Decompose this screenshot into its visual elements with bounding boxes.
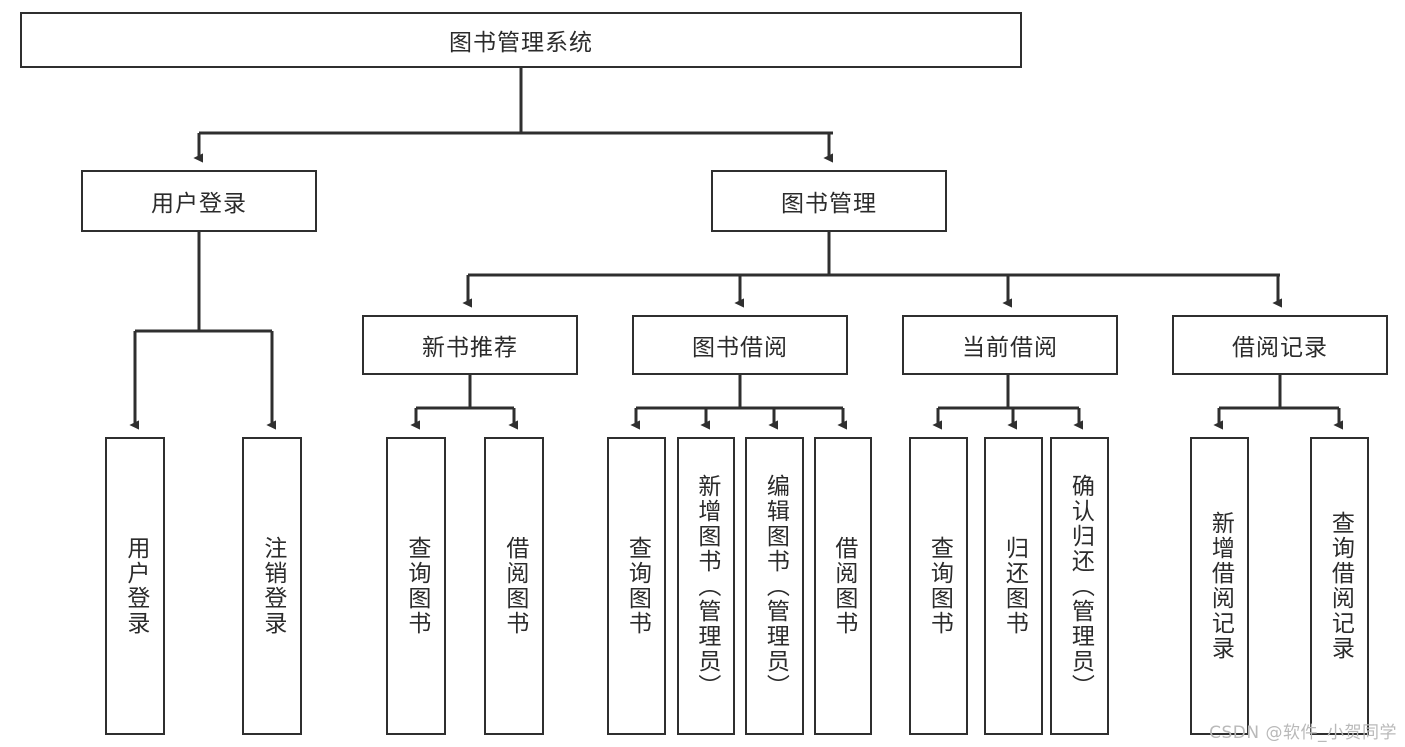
node-leaf-user-login[interactable]: 用户登录 <box>105 437 165 735</box>
node-borrow-record-label: 借阅记录 <box>1232 335 1328 361</box>
node-leaf-edit-book[interactable]: 编辑图书（管理员） <box>745 437 804 735</box>
node-leaf-add-book-label: 新增图书（管理员） <box>693 473 720 699</box>
node-book-manage[interactable]: 图书管理 <box>711 170 947 232</box>
node-leaf-confirm-return-label: 确认归还（管理员） <box>1067 473 1094 699</box>
node-borrow-record[interactable]: 借阅记录 <box>1172 315 1388 375</box>
node-leaf-borrow-book-2-label: 借阅图书 <box>830 536 857 636</box>
node-leaf-query-record-label: 查询借阅记录 <box>1327 511 1354 661</box>
node-leaf-logout-label: 注销登录 <box>259 536 286 636</box>
node-leaf-add-book[interactable]: 新增图书（管理员） <box>677 437 735 735</box>
node-leaf-add-record-label: 新增借阅记录 <box>1207 511 1234 661</box>
node-user-login-label: 用户登录 <box>151 191 247 217</box>
node-leaf-query-record[interactable]: 查询借阅记录 <box>1310 437 1369 735</box>
node-leaf-borrow-book-1-label: 借阅图书 <box>501 536 528 636</box>
node-leaf-query-book-1[interactable]: 查询图书 <box>386 437 446 735</box>
node-book-borrow-label: 图书借阅 <box>692 335 788 361</box>
node-leaf-query-book-1-label: 查询图书 <box>403 536 430 636</box>
node-leaf-borrow-book-2[interactable]: 借阅图书 <box>814 437 872 735</box>
node-root[interactable]: 图书管理系统 <box>20 12 1022 68</box>
node-leaf-query-book-3[interactable]: 查询图书 <box>909 437 968 735</box>
node-leaf-edit-book-label: 编辑图书（管理员） <box>762 473 789 699</box>
node-new-book-rec-label: 新书推荐 <box>422 335 518 361</box>
node-leaf-query-book-2[interactable]: 查询图书 <box>607 437 666 735</box>
node-book-borrow[interactable]: 图书借阅 <box>632 315 848 375</box>
node-current-borrow[interactable]: 当前借阅 <box>902 315 1118 375</box>
node-leaf-add-record[interactable]: 新增借阅记录 <box>1190 437 1249 735</box>
node-new-book-rec[interactable]: 新书推荐 <box>362 315 578 375</box>
node-leaf-confirm-return[interactable]: 确认归还（管理员） <box>1050 437 1109 735</box>
node-leaf-query-book-2-label: 查询图书 <box>624 536 651 636</box>
node-leaf-user-login-label: 用户登录 <box>122 536 149 636</box>
node-user-login[interactable]: 用户登录 <box>81 170 317 232</box>
node-leaf-query-book-3-label: 查询图书 <box>926 536 953 636</box>
node-root-label: 图书管理系统 <box>449 30 593 56</box>
node-current-borrow-label: 当前借阅 <box>962 335 1058 361</box>
node-leaf-logout[interactable]: 注销登录 <box>242 437 302 735</box>
node-leaf-return-book-label: 归还图书 <box>1001 536 1028 636</box>
node-book-manage-label: 图书管理 <box>781 191 877 217</box>
node-leaf-return-book[interactable]: 归还图书 <box>984 437 1043 735</box>
node-leaf-borrow-book-1[interactable]: 借阅图书 <box>484 437 544 735</box>
